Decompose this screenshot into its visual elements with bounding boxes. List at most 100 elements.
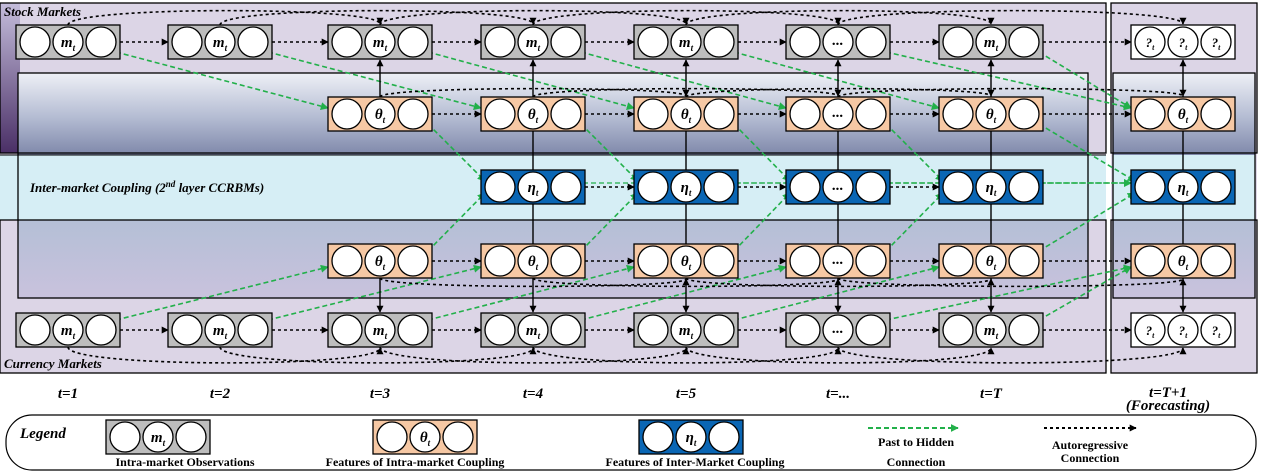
green-arrow-cur-theta-5 <box>733 192 791 252</box>
stock-markets-frame <box>0 2 1107 154</box>
green-arrow-stock-obs-7 <box>1038 51 1132 109</box>
svg-text:...: ... <box>832 178 843 194</box>
cur-obs-skip-3 <box>379 346 690 364</box>
svg-text:θt: θt <box>986 254 997 272</box>
legend-auto-label-1: Autoregressive <box>1052 438 1129 452</box>
legend-inter-label: Features of Inter-Market Coupling <box>606 455 785 469</box>
green-arrow-cur-obs-1 <box>115 264 329 321</box>
green-arrow-stock-obs-2 <box>267 51 482 111</box>
currency-obs-node-4: mt <box>480 312 586 348</box>
svg-text:...: ... <box>832 321 843 337</box>
stock-theta-node-4: θt <box>480 96 586 132</box>
forecast-currency-frame <box>1110 219 1258 374</box>
cur-obs-skip-1 <box>67 346 384 364</box>
svg-text:θt: θt <box>681 107 692 125</box>
forecast-currency-obs-node: ?t?t?t <box>1130 312 1236 348</box>
currency-obs-node-7: mt <box>938 312 1044 348</box>
svg-text:mt: mt <box>373 35 388 53</box>
nodes: mt mt mt mt mt mt θt θt mt mt θt θt ηt mt mt θt θt ηt....… <box>15 24 1236 348</box>
currency-obs-node-6: ... <box>785 312 891 348</box>
green-arrow-cur-obs-7 <box>1038 266 1132 321</box>
stock-theta-node-6: ... <box>785 96 891 132</box>
eta-node-5: ηt <box>633 169 739 205</box>
legend-icons: mt θt ηt <box>105 419 744 455</box>
green-arrow-stock-obs-4 <box>580 51 787 110</box>
currency-markets-label: Currency Markets <box>4 356 102 371</box>
currency-obs-node-3: mt <box>327 312 433 348</box>
svg-text:θt: θt <box>681 254 692 272</box>
eta-node-6: ... <box>785 169 891 205</box>
green-arrow-stock-theta-6 <box>885 123 944 182</box>
legend-obs-label: Intra-market Observations <box>116 455 255 469</box>
currency-theta-node-4: θt <box>480 243 586 279</box>
forecast-currency-theta-node: θt <box>1130 243 1236 279</box>
stock-theta-skip-3 <box>685 87 995 98</box>
svg-text:mt: mt <box>984 35 999 53</box>
green-arrow-stock-theta-3 <box>427 123 486 182</box>
svg-text:ηt: ηt <box>986 180 997 198</box>
stock-obs-node-1: mt <box>15 24 121 60</box>
svg-text:mt: mt <box>526 35 541 53</box>
time-label-2: t=2 <box>210 386 231 402</box>
stock-markets-label: Stock Markets <box>4 4 81 19</box>
svg-text:mt: mt <box>213 323 228 341</box>
stock-theta-skip-4 <box>837 87 1187 98</box>
svg-text:θt: θt <box>420 430 431 448</box>
time-label-5: t=5 <box>676 386 697 402</box>
stock-obs-skip-1 <box>67 9 384 26</box>
forecast-eta-node: ηt <box>1130 169 1236 205</box>
cur-obs-skip-6 <box>837 346 1187 364</box>
legend-past-label-1: Past to Hidden <box>878 435 954 449</box>
stock-obs-node-5: mt <box>633 24 739 60</box>
stock-theta-node-5: θt <box>633 96 739 132</box>
region-frames <box>0 2 1258 374</box>
svg-text:θt: θt <box>375 107 386 125</box>
svg-text:mt: mt <box>679 35 694 53</box>
forecast-stock-theta-node: θt <box>1130 96 1236 132</box>
legend-auto-label-2: Connection <box>1061 451 1120 465</box>
svg-text:ηt: ηt <box>528 180 539 198</box>
svg-text:θt: θt <box>528 254 539 272</box>
green-arrow-cur-obs-5 <box>733 264 940 321</box>
cur-theta-skip-2 <box>532 277 842 288</box>
svg-text:mt: mt <box>679 323 694 341</box>
forecast-time-label: t=T+1 <box>1149 385 1187 401</box>
currency-obs-node-5: mt <box>633 312 739 348</box>
green-arrow-cur-theta-6 <box>885 192 944 252</box>
currency-theta-node-3: θt <box>327 243 433 279</box>
green-arrow-stock-obs-1 <box>115 51 329 111</box>
green-arrow-stock-theta-5 <box>733 123 791 182</box>
green-arrow-cur-obs-4 <box>580 264 787 321</box>
left-edge-shade <box>0 3 20 153</box>
cur-theta-skip-4 <box>837 277 1187 288</box>
eta-node-4: ηt <box>480 169 586 205</box>
legend-past-label-2: Connection <box>887 455 946 469</box>
stock-obs-skip-2 <box>219 9 537 26</box>
legend-obs-icon: mt <box>105 419 211 455</box>
green-arrow-stock-obs-5 <box>733 51 940 110</box>
green-arrow-cur-obs-6 <box>885 264 1132 321</box>
stock-obs-node-2: mt <box>167 24 273 60</box>
svg-text:θt: θt <box>1178 254 1189 272</box>
legend-inter-icon: ηt <box>638 419 744 455</box>
svg-text:?t: ?t <box>1212 323 1222 340</box>
green-arrow-cur-theta-3 <box>427 192 486 252</box>
svg-text:mt: mt <box>213 35 228 53</box>
green-arrow-cur-theta-7 <box>1038 192 1136 252</box>
currency-obs-node-1: mt <box>15 312 121 348</box>
svg-text:...: ... <box>832 252 843 268</box>
legend-intra-label: Features of Intra-market Coupling <box>326 455 505 469</box>
intra-coupling-frame <box>17 72 1089 299</box>
svg-text:mt: mt <box>61 35 76 53</box>
stock-obs-node-3: mt <box>327 24 433 60</box>
stock-theta-skip-2 <box>532 87 842 98</box>
svg-text:?t: ?t <box>1146 35 1156 52</box>
svg-text:θt: θt <box>1178 107 1189 125</box>
green-arrow-stock-theta-4 <box>580 123 639 182</box>
stock-theta-node-3: θt <box>327 96 433 132</box>
time-label-4: t=4 <box>523 386 544 402</box>
svg-text:mt: mt <box>526 323 541 341</box>
stock-obs-node-4: mt <box>480 24 586 60</box>
